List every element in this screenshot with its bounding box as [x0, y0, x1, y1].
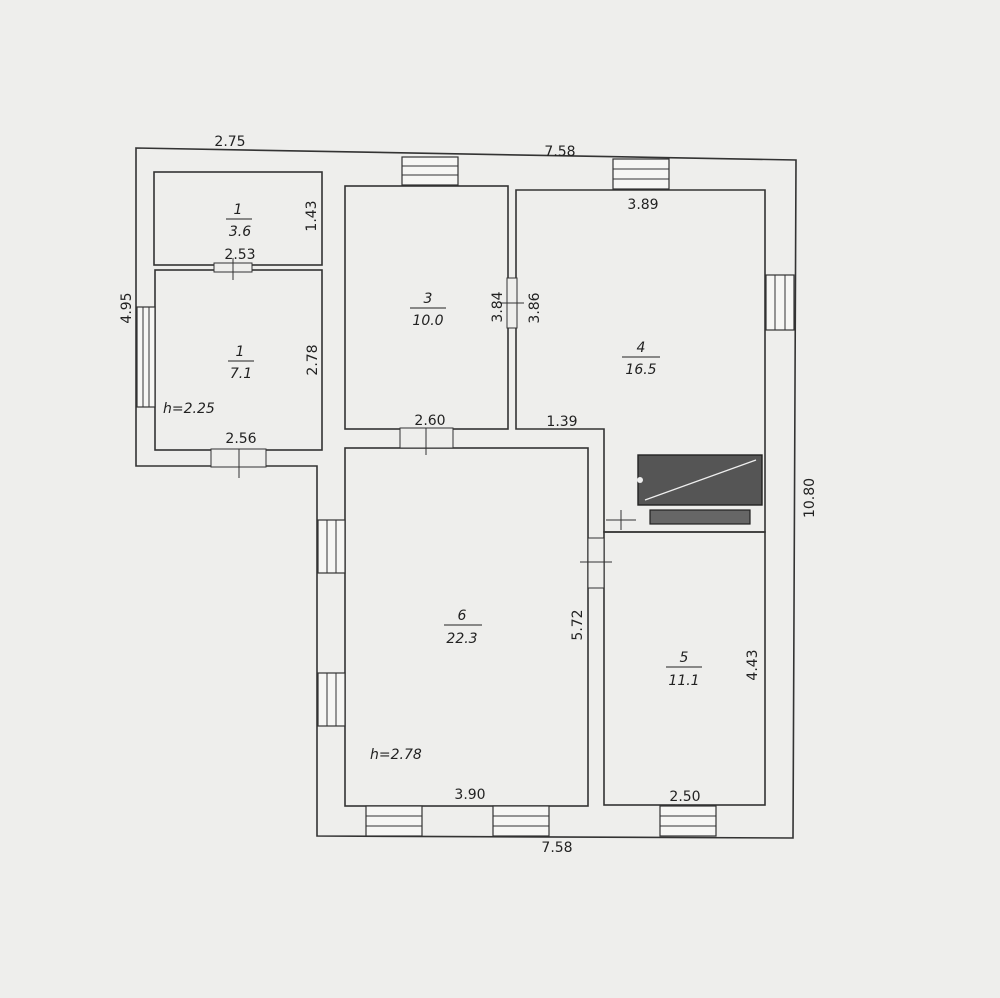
room-6-outline: [344, 447, 589, 807]
window-bottom-1: [365, 805, 423, 837]
stove-icon: [637, 454, 763, 525]
dim-top-right: 7.58: [544, 144, 575, 160]
dim-left: 4.95: [119, 292, 135, 323]
room-2-number: 1: [234, 202, 243, 218]
room-6-area: 22.3: [446, 631, 477, 647]
room-1-area: 7.1: [230, 366, 252, 382]
height-annex: h=2.25: [163, 401, 215, 417]
door-corridor: [606, 510, 636, 530]
door-room1-exit: [210, 448, 267, 478]
room-3-number: 3: [424, 291, 433, 307]
dim-room3-height: 3.84: [490, 291, 506, 322]
door-room3-room6: [399, 427, 454, 455]
room-5-area: 11.1: [668, 673, 699, 689]
window-left-room1: [136, 306, 156, 408]
room-6-number: 6: [458, 608, 467, 624]
door-room2-room1: [213, 258, 253, 280]
room-4-number: 4: [637, 340, 646, 356]
dim-room5-width: 2.50: [669, 789, 700, 805]
dim-room3-width: 2.60: [414, 413, 445, 429]
room-4-area: 16.5: [625, 362, 656, 378]
room-1-number: 1: [236, 344, 245, 360]
window-right: [765, 274, 795, 331]
dim-bottom: 7.58: [541, 840, 572, 856]
dim-room1-width: 2.56: [225, 431, 256, 447]
window-bottom-3: [659, 805, 717, 837]
room-1-outline: [154, 269, 323, 451]
room-2-area: 3.6: [229, 224, 251, 240]
dim-room6-width: 3.90: [454, 787, 485, 803]
door-room3-room4: [500, 277, 524, 329]
dim-room2-height: 1.43: [304, 200, 320, 231]
dim-room6-height: 5.72: [570, 609, 586, 640]
dim-room4-height: 3.86: [527, 292, 543, 323]
window-top-1: [401, 156, 459, 186]
dim-room2-width: 2.53: [224, 247, 255, 263]
room-5-outline: [603, 531, 766, 806]
outer-wall: [135, 147, 797, 839]
window-top-2: [612, 158, 670, 190]
window-bottom-2: [492, 805, 550, 837]
dim-right: 10.80: [802, 478, 818, 518]
room-3-area: 10.0: [412, 313, 443, 329]
height-main: h=2.78: [370, 747, 422, 763]
dim-corridor-width: 1.39: [546, 414, 577, 430]
dim-room4-width: 3.89: [627, 197, 658, 213]
dim-top-left: 2.75: [214, 134, 245, 150]
dim-room5-height: 4.43: [745, 649, 761, 680]
window-left-room6-upper: [317, 519, 346, 574]
window-left-room6-lower: [317, 672, 346, 727]
door-room6-room5: [580, 537, 612, 589]
room-5-number: 5: [680, 650, 689, 666]
dim-room1-height: 2.78: [305, 344, 321, 375]
